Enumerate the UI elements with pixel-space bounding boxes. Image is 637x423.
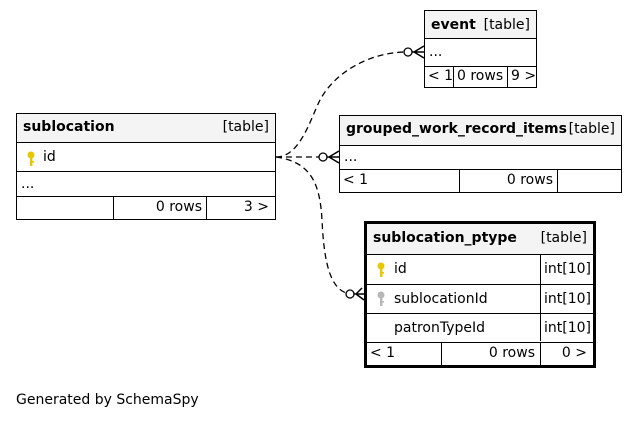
more-columns-label: ... [429,44,443,60]
table-name: grouped_work_record_items [346,121,567,137]
rows-next[interactable]: 9 > [511,68,537,84]
table-sublocation[interactable]: sublocation [table] id ... 0 rows 3 > [16,113,276,220]
generated-by-footer: Generated by SchemaSpy [16,392,199,408]
column-row[interactable]: patronTypeId int[10] [367,313,593,342]
edge-sublocation-ptype [275,156,352,295]
rows-footer: < 1 0 rows [340,169,621,192]
column-name: id [43,149,56,165]
more-columns-row: ... [340,146,621,170]
table-grouped-work-record-items[interactable]: grouped_work_record_items [table] ... < … [339,115,622,193]
rows-footer: < 1 0 rows 0 > [367,342,593,365]
table-tag: [table] [483,17,530,33]
table-tag: [table] [540,230,587,246]
rows-prev[interactable]: < 1 [370,345,396,361]
edge-event-many-marker [412,45,425,59]
rows-count: 0 rows [457,68,504,84]
edge-grouped-optional-marker [318,152,328,162]
edge-ptype-optional-marker [345,289,355,299]
more-columns-row: ... [425,40,536,66]
primary-key-icon [377,262,385,277]
column-row[interactable]: sublocationId int[10] [367,284,593,313]
more-columns-label: ... [344,149,358,165]
column-row[interactable]: id int[10] [367,255,593,284]
table-sublocation-ptype[interactable]: sublocation_ptype [table] id int[10] sub… [364,221,596,368]
table-event[interactable]: event [table] ... < 1 0 rows 9 > [424,10,537,88]
rows-prev[interactable]: < 1 [428,68,454,84]
column-type: int[10] [544,291,591,307]
foreign-key-icon [377,291,385,306]
rows-count: 0 rows [155,199,202,215]
edge-ptype-many-marker [354,287,365,301]
rows-prev[interactable]: < 1 [343,172,369,188]
column-name: sublocationId [394,291,488,307]
column-type: int[10] [544,320,591,336]
rows-next[interactable]: 3 > [243,199,269,215]
column-name: patronTypeId [394,320,486,336]
rows-count: 0 rows [488,345,535,361]
table-header: grouped_work_record_items [table] [340,116,621,146]
table-name: sublocation [23,119,115,135]
edge-grouped-many-marker [327,150,340,164]
rows-count: 0 rows [506,172,553,188]
primary-key-icon [27,151,35,166]
more-columns-label: ... [21,176,35,192]
column-type: int[10] [544,261,591,277]
rows-next[interactable]: 0 > [561,345,587,361]
table-header: sublocation_ptype [table] [367,224,593,255]
table-tag: [table] [568,121,615,137]
table-name: sublocation_ptype [373,230,517,246]
rows-footer: < 1 0 rows 9 > [425,66,536,87]
table-name: event [431,17,476,33]
edge-sublocation-event [275,51,408,158]
table-tag: [table] [222,119,269,135]
rows-footer: 0 rows 3 > [17,196,275,219]
table-header: sublocation [table] [17,114,275,143]
column-row[interactable]: id [17,144,275,172]
more-columns-row: ... [17,171,275,198]
edge-event-optional-marker [403,47,413,57]
table-header: event [table] [425,11,536,39]
column-name: id [394,261,407,277]
